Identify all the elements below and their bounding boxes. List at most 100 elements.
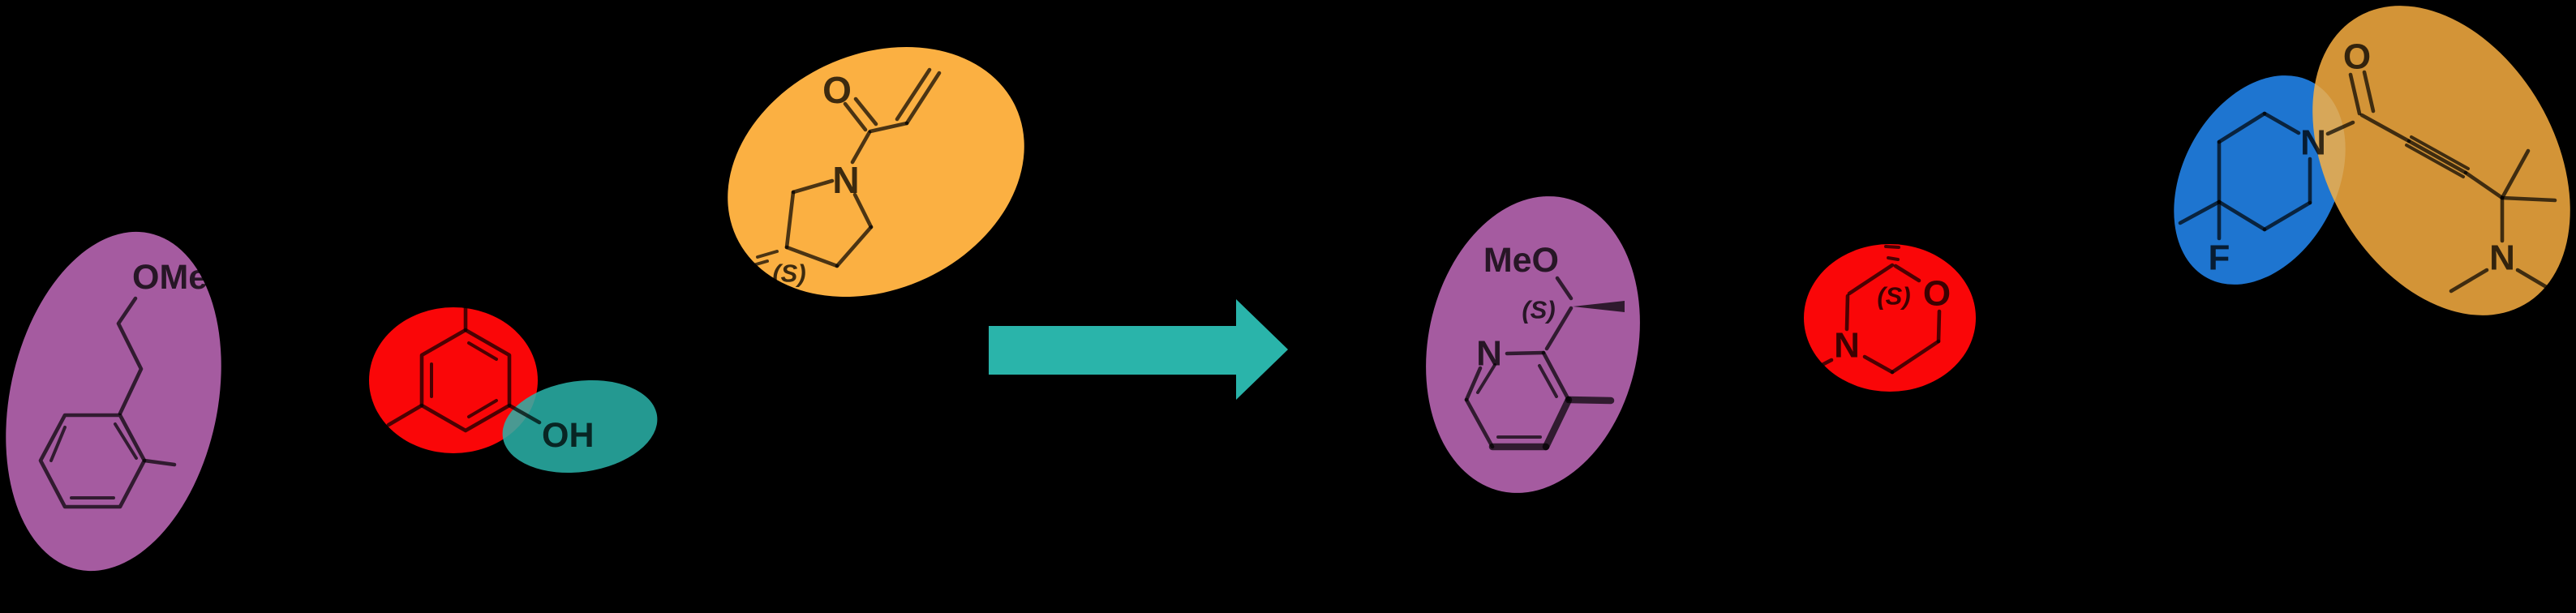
double-bond (49, 426, 67, 462)
bond (784, 245, 839, 268)
double-bond (114, 422, 138, 460)
bond (38, 413, 147, 509)
stereocenter-label: (S) (1522, 296, 1555, 324)
bond (116, 296, 144, 416)
bond (419, 328, 512, 433)
bond (1844, 294, 1850, 332)
bond (1847, 263, 1895, 296)
bond (2262, 111, 2301, 135)
bond (850, 130, 872, 165)
wedge-bond-icon (1573, 301, 1625, 312)
molecule-layer: OMe OH O (38, 37, 2557, 509)
double-bond (904, 71, 942, 126)
hash-mark (737, 269, 758, 278)
bond (2359, 113, 2411, 144)
piperidine-ring (2217, 111, 2312, 232)
bond (835, 225, 874, 268)
double-bond (1538, 364, 1558, 398)
amine-nitrogen-label: N (2489, 238, 2515, 278)
bond (2449, 268, 2489, 294)
morpholine-oxygen-label: O (1923, 274, 1951, 314)
reactant3-orange-highlight (728, 46, 1024, 298)
bond (2217, 199, 2267, 232)
morpholine-nitrogen-label: N (1834, 326, 1860, 366)
product-piperidine-fragment: N F (2178, 111, 2355, 278)
highlight-layer (6, 6, 2570, 572)
bond (2463, 170, 2505, 200)
hashed-wedge-icon (737, 250, 779, 278)
bond (1893, 264, 1921, 283)
double-bond (843, 101, 868, 132)
bond (1565, 396, 1615, 405)
double-bond (2362, 70, 2376, 114)
bond (1544, 306, 1574, 351)
double-bond (1476, 363, 1496, 394)
triple-bond-line (2410, 135, 2470, 170)
hash-mark (1884, 245, 1900, 249)
bond (1936, 309, 1942, 344)
double-bond (467, 399, 498, 418)
bond (2217, 111, 2267, 144)
bond (852, 192, 874, 229)
stereocenter-label: (S) (1877, 282, 1910, 311)
bond (386, 403, 424, 427)
carbonyl-oxygen-label: O (2343, 37, 2371, 77)
bond (1862, 354, 1895, 375)
reactant3-molecule: O N (S) (737, 67, 942, 288)
bond (2178, 199, 2222, 225)
bond (2262, 200, 2312, 232)
reactant2-molecule: OH (386, 298, 595, 455)
product-pyridine-fragment: MeO (S) N (1464, 241, 1625, 451)
hydroxyl-label: OH (542, 416, 595, 455)
bond (1802, 358, 1834, 376)
bond (1464, 366, 1483, 402)
piperidine-nitrogen-label: N (2300, 123, 2326, 163)
hash-mark (1887, 256, 1900, 261)
double-bond (467, 341, 498, 361)
benzene-ring (419, 328, 512, 433)
double-bond (2348, 72, 2362, 116)
triple-bond-line (2406, 139, 2468, 175)
triple-bond-line (2405, 144, 2465, 178)
bond (2500, 195, 2557, 203)
double-bond (895, 67, 932, 122)
hash-mark (756, 250, 779, 259)
stereocenter-label: (S) (772, 259, 805, 288)
bond (1505, 350, 1546, 356)
triple-bond-icon (2405, 135, 2470, 178)
bond (1542, 396, 1573, 451)
bond (2515, 268, 2556, 294)
bond (2325, 120, 2355, 136)
reactant2-red-highlight (369, 307, 538, 453)
product-morpholine-fragment: (S) O N (1802, 245, 1951, 376)
methoxy-label: OMe (132, 258, 208, 297)
bond (1555, 276, 1574, 301)
reactant1-molecule: OMe (38, 258, 208, 509)
pyridine-ring (1464, 350, 1573, 451)
hash-mark (746, 259, 769, 268)
bond (868, 121, 909, 134)
product-blue-highlight (2174, 75, 2346, 285)
bond (1464, 397, 1495, 449)
bond (507, 403, 542, 425)
double-bond (853, 96, 878, 126)
reaction-arrow-icon (989, 299, 1288, 400)
benzene-ring (38, 413, 147, 509)
reactant1-purple-highlight (6, 231, 221, 572)
morpholine-ring (1844, 263, 1942, 375)
methoxy-label: MeO (1483, 241, 1559, 280)
reactant2-teal-highlight (502, 379, 658, 474)
product-purple-highlight (1426, 196, 1640, 493)
bond (784, 190, 796, 250)
pyrrolidine-ring (784, 178, 874, 268)
product-ynamide-fragment: O N (2343, 37, 2557, 294)
bond (1890, 339, 1941, 375)
hashed-wedge-icon (1884, 245, 1900, 261)
bond (142, 458, 177, 467)
fluorine-label: F (2209, 238, 2230, 278)
bond (791, 178, 835, 195)
product-red-highlight (1804, 244, 1976, 392)
bond (2500, 148, 2531, 200)
